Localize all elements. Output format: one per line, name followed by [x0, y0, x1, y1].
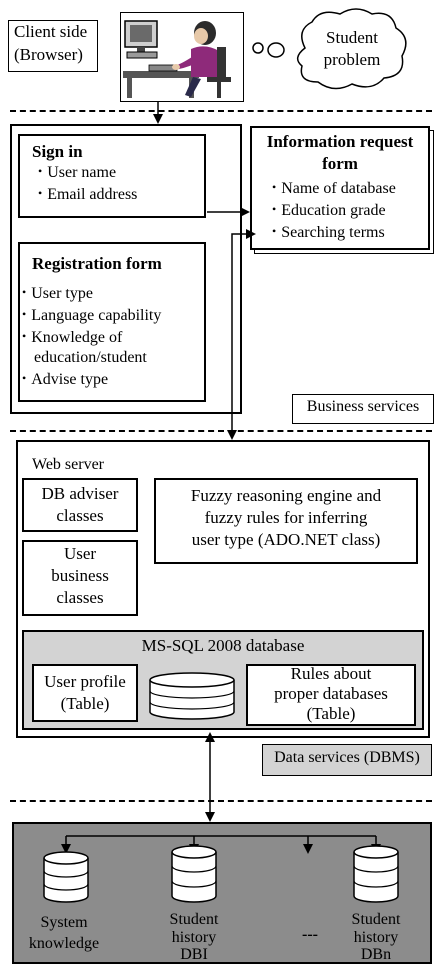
rules-table-line2: proper databases [274, 684, 388, 703]
user-business-line1: User [63, 544, 97, 563]
tier-divider-2 [10, 430, 432, 432]
user-profile-table-box [32, 664, 138, 722]
client-side-label-line1: Client side [14, 22, 88, 41]
registration-item-user-type: User type [22, 285, 93, 303]
client-side-label-line2: (Browser) [14, 45, 83, 64]
data-services-label: Data services (DBMS) [274, 749, 420, 766]
info-request-item-terms: Searching terms [272, 224, 385, 242]
student-history-dbn-db-icon [353, 845, 399, 903]
data-services-label-box [262, 744, 432, 776]
sql-database-title: MS-SQL 2008 database [141, 636, 305, 655]
fuzzy-engine-line3: user type (ADO.NET class) [191, 530, 381, 549]
student-history-dbn-line2: history [353, 929, 399, 946]
signin-item-username: User name [38, 164, 116, 182]
thought-text-line2: problem [323, 50, 381, 69]
databases-ellipsis: --- [302, 926, 318, 943]
signin-title: Sign in [32, 142, 83, 161]
rules-table-box [246, 664, 416, 726]
business-services-label: Business services [306, 398, 420, 415]
student-history-dbi-db-icon [171, 845, 217, 903]
system-knowledge-db-icon [43, 851, 89, 903]
sql-database-cylinder-icon [149, 672, 235, 720]
info-request-item-grade: Education grade [272, 202, 385, 220]
web-server-label: Web server [32, 456, 105, 473]
student-history-dbn-line1: Student [351, 911, 401, 928]
info-request-title-line1: Information request [266, 132, 414, 151]
info-request-item-database: Name of database [272, 180, 396, 198]
rules-table-line3: (Table) [306, 704, 356, 723]
user-business-box [22, 540, 138, 616]
client-side-label-box [8, 20, 98, 72]
user-computer-picture [120, 12, 244, 102]
user-business-line3: classes [56, 588, 104, 607]
signin-item-email: Email address [38, 186, 137, 204]
rules-table-line1: Rules about [290, 664, 372, 683]
info-request-title-line2: form [322, 154, 358, 173]
student-history-dbn-line3: DBn [360, 946, 392, 963]
fuzzy-engine-line1: Fuzzy reasoning engine and [190, 486, 382, 505]
registration-item-advise-type: Advise type [22, 371, 108, 389]
user-profile-line1: User profile [44, 672, 126, 691]
tier-divider-1 [10, 110, 432, 112]
fuzzy-engine-box [154, 478, 418, 564]
db-adviser-line1: DB adviser [41, 484, 119, 503]
db-adviser-box [22, 478, 138, 532]
business-services-label-box [292, 394, 434, 424]
student-history-dbi-line2: history [171, 929, 217, 946]
fuzzy-engine-line2: fuzzy rules for inferring [204, 508, 368, 527]
user-business-line2: business [51, 566, 109, 585]
db-adviser-line2: classes [56, 506, 104, 525]
registration-item-knowledge-cont: education/student [34, 349, 147, 366]
user-profile-line2: (Table) [60, 694, 110, 713]
system-knowledge-line1: System [40, 914, 88, 931]
student-history-dbi-line3: DBI [180, 946, 208, 963]
registration-item-language: Language capability [22, 307, 161, 325]
system-knowledge-line2: knowledge [28, 935, 100, 952]
thought-bubble-icon [252, 8, 407, 90]
info-to-webserver-arrow [227, 229, 256, 440]
thought-text-line1: Student [326, 28, 378, 47]
tier-divider-3 [10, 800, 432, 802]
user-at-computer-icon [123, 20, 231, 98]
student-history-dbi-line1: Student [169, 911, 219, 928]
registration-title: Registration form [32, 254, 162, 273]
registration-item-knowledge: Knowledge of [22, 329, 122, 347]
